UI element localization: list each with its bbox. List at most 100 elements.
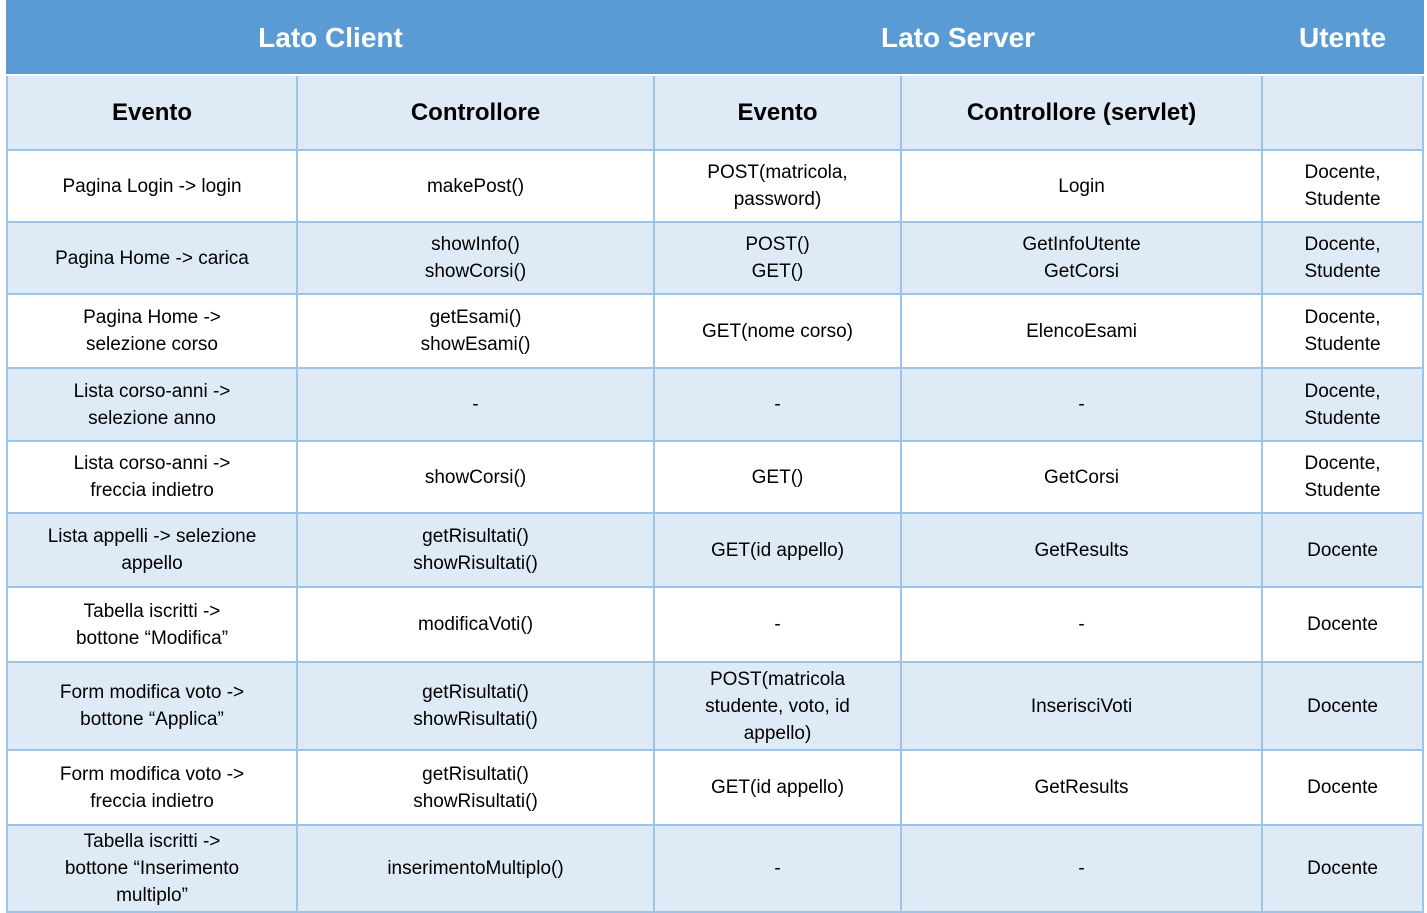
header-user (1261, 74, 1425, 151)
column-header-row: Evento Controllore Evento Controllore (s… (6, 74, 1425, 151)
cell-server-controller: - (900, 586, 1264, 663)
cell-text-line: showInfo() (431, 234, 520, 255)
cell-client-event: Tabella iscritti ->bottone “Modifica” (6, 586, 298, 663)
cell-user: Docente,Studente (1261, 293, 1425, 369)
cell-client-event: Pagina Home -> carica (6, 221, 298, 295)
cell-text-line: showEsami() (420, 334, 531, 355)
cell-client-controller: getRisultati()showRisultati() (295, 661, 656, 751)
cell-client-event: Lista appelli -> selezione appello (6, 512, 298, 588)
cell-text-line: Studente (1304, 261, 1381, 282)
cell-server-event: - (653, 367, 903, 442)
table-row: Lista corso-anni -> selezione anno - - - Doce… (6, 367, 1425, 442)
cell-text-line: Docente, (1304, 234, 1381, 255)
header-client-controller: Controllore (295, 74, 656, 151)
cell-text-line: Lista appelli -> selezione (47, 526, 257, 547)
cell-text-line: Lista corso-anni -> (73, 380, 231, 402)
cell-text-line: showRisultati() (413, 790, 538, 812)
cell-server-event: GET(id appello) (653, 749, 903, 826)
cell-server-controller: - (900, 824, 1264, 913)
cell-text-line: Tabella iscritti -> (83, 600, 221, 622)
cell-server-event: POST()GET() (653, 221, 903, 295)
cell-text-line: GetResults (1034, 777, 1129, 798)
cell-text-line: bottone “Inserimento (64, 858, 240, 879)
cell-text-line: selezione corso (85, 334, 219, 355)
cell-server-controller: GetCorsi (900, 440, 1264, 514)
cell-text-line: Docente, (1304, 453, 1381, 474)
cell-server-controller: GetResults (900, 749, 1264, 826)
cell-text-line: bottone “Applica” (80, 709, 224, 730)
cell-text-line: Studente (1304, 407, 1381, 429)
cell-text-line: POST(matricola (709, 668, 846, 690)
cell-text-line: freccia indietro (90, 790, 214, 812)
cell-user: Docente (1261, 824, 1425, 913)
cell-client-event: Pagina Home -> selezione corso (6, 293, 298, 369)
cell-client-event: Form modifica voto ->freccia indietro (6, 749, 298, 826)
cell-text-line: makePost() (426, 175, 525, 197)
cell-user: Docente,Studente (1261, 149, 1425, 223)
cell-text-line: appello (121, 553, 183, 574)
cell-text-line: Lista corso-anni -> (73, 453, 231, 474)
cell-text-line: Tabella iscritti -> (83, 831, 221, 852)
cell-text-line: GET(id appello) (710, 539, 845, 561)
cell-server-event: GET(nome corso) (653, 293, 903, 369)
cell-server-controller: - (900, 367, 1264, 442)
cell-text-line: - (472, 394, 479, 415)
cell-text-line: Docente (1307, 695, 1378, 717)
cell-server-controller: GetResults (900, 512, 1264, 588)
cell-text-line: freccia indietro (90, 480, 214, 501)
cell-text-line: InserisciVoti (1030, 695, 1133, 717)
cell-text-line: inserimentoMultiplo() (387, 858, 564, 879)
cell-text-line: getRisultati() (422, 526, 529, 547)
cell-text-line: GET() (751, 466, 804, 488)
cell-client-controller: showCorsi() (295, 440, 656, 514)
cell-text-line: getRisultati() (422, 763, 529, 785)
cell-text-line: Login (1058, 175, 1105, 197)
table-row: Pagina Home -> carica showInfo() showCorsi… (6, 221, 1425, 295)
header-server-controller: Controllore (servlet) (900, 74, 1264, 151)
cell-client-controller: inserimentoMultiplo() (295, 824, 656, 913)
cell-text-line: showCorsi() (424, 261, 527, 282)
table-row: Lista appelli -> selezione appello getRisu… (6, 512, 1425, 588)
header-server-event: Evento (653, 74, 903, 151)
cell-server-controller: ElencoEsami (900, 293, 1264, 369)
cell-text-line: Pagina Login -> login (62, 175, 242, 197)
cell-server-controller: Login (900, 149, 1264, 223)
group-server: Lato Server (653, 0, 1264, 76)
cell-user: Docente, Studente (1261, 367, 1425, 442)
table-row: Form modifica voto ->bottone “Applica”ge… (6, 661, 1425, 751)
cell-client-controller: getRisultati() showRisultati() (295, 512, 656, 588)
cell-server-event: GET() (653, 440, 903, 514)
cell-server-event: POST(matricola,password) (653, 149, 903, 223)
cell-client-controller: showInfo() showCorsi() (295, 221, 656, 295)
group-header-row: Lato Client Lato Server Utente (5, 0, 1425, 76)
cell-text-line: Studente (1304, 189, 1381, 210)
cell-client-event: Lista corso-anni -> selezione anno (6, 367, 298, 442)
cell-text-line: Docente (1307, 614, 1378, 635)
cell-text-line: - (1078, 614, 1085, 635)
cell-client-controller: getEsami() showEsami() (295, 293, 656, 369)
cell-client-controller: modificaVoti() (295, 586, 656, 663)
cell-text-line: showRisultati() (413, 553, 538, 574)
cell-text-line: GET() (751, 261, 804, 282)
table-row: Pagina Home -> selezione corso getEsami() s… (6, 293, 1425, 369)
cell-text-line: showRisultati() (413, 709, 538, 730)
cell-text-line: - (774, 858, 781, 879)
cell-text-line: Studente (1304, 480, 1381, 501)
cell-text-line: - (1078, 394, 1085, 415)
cell-text-line: password) (733, 189, 822, 210)
cell-text-line: Docente, (1304, 380, 1381, 402)
group-client: Lato Client (5, 0, 656, 76)
cell-text-line: GetInfoUtente (1022, 234, 1141, 255)
cell-client-controller: getRisultati() showRisultati() (295, 749, 656, 826)
cell-text-line: Pagina Home -> carica (55, 247, 249, 269)
cell-user: Docente, Studente (1261, 440, 1425, 514)
cell-text-line: Pagina Home -> (83, 307, 221, 328)
cell-user: Docente, Studente (1261, 221, 1425, 295)
cell-text-line: GetCorsi (1044, 466, 1119, 488)
cell-text-line: getEsami() (429, 307, 522, 328)
cell-text-line: selezione anno (88, 407, 216, 429)
cell-text-line: GET(id appello) (710, 777, 845, 798)
